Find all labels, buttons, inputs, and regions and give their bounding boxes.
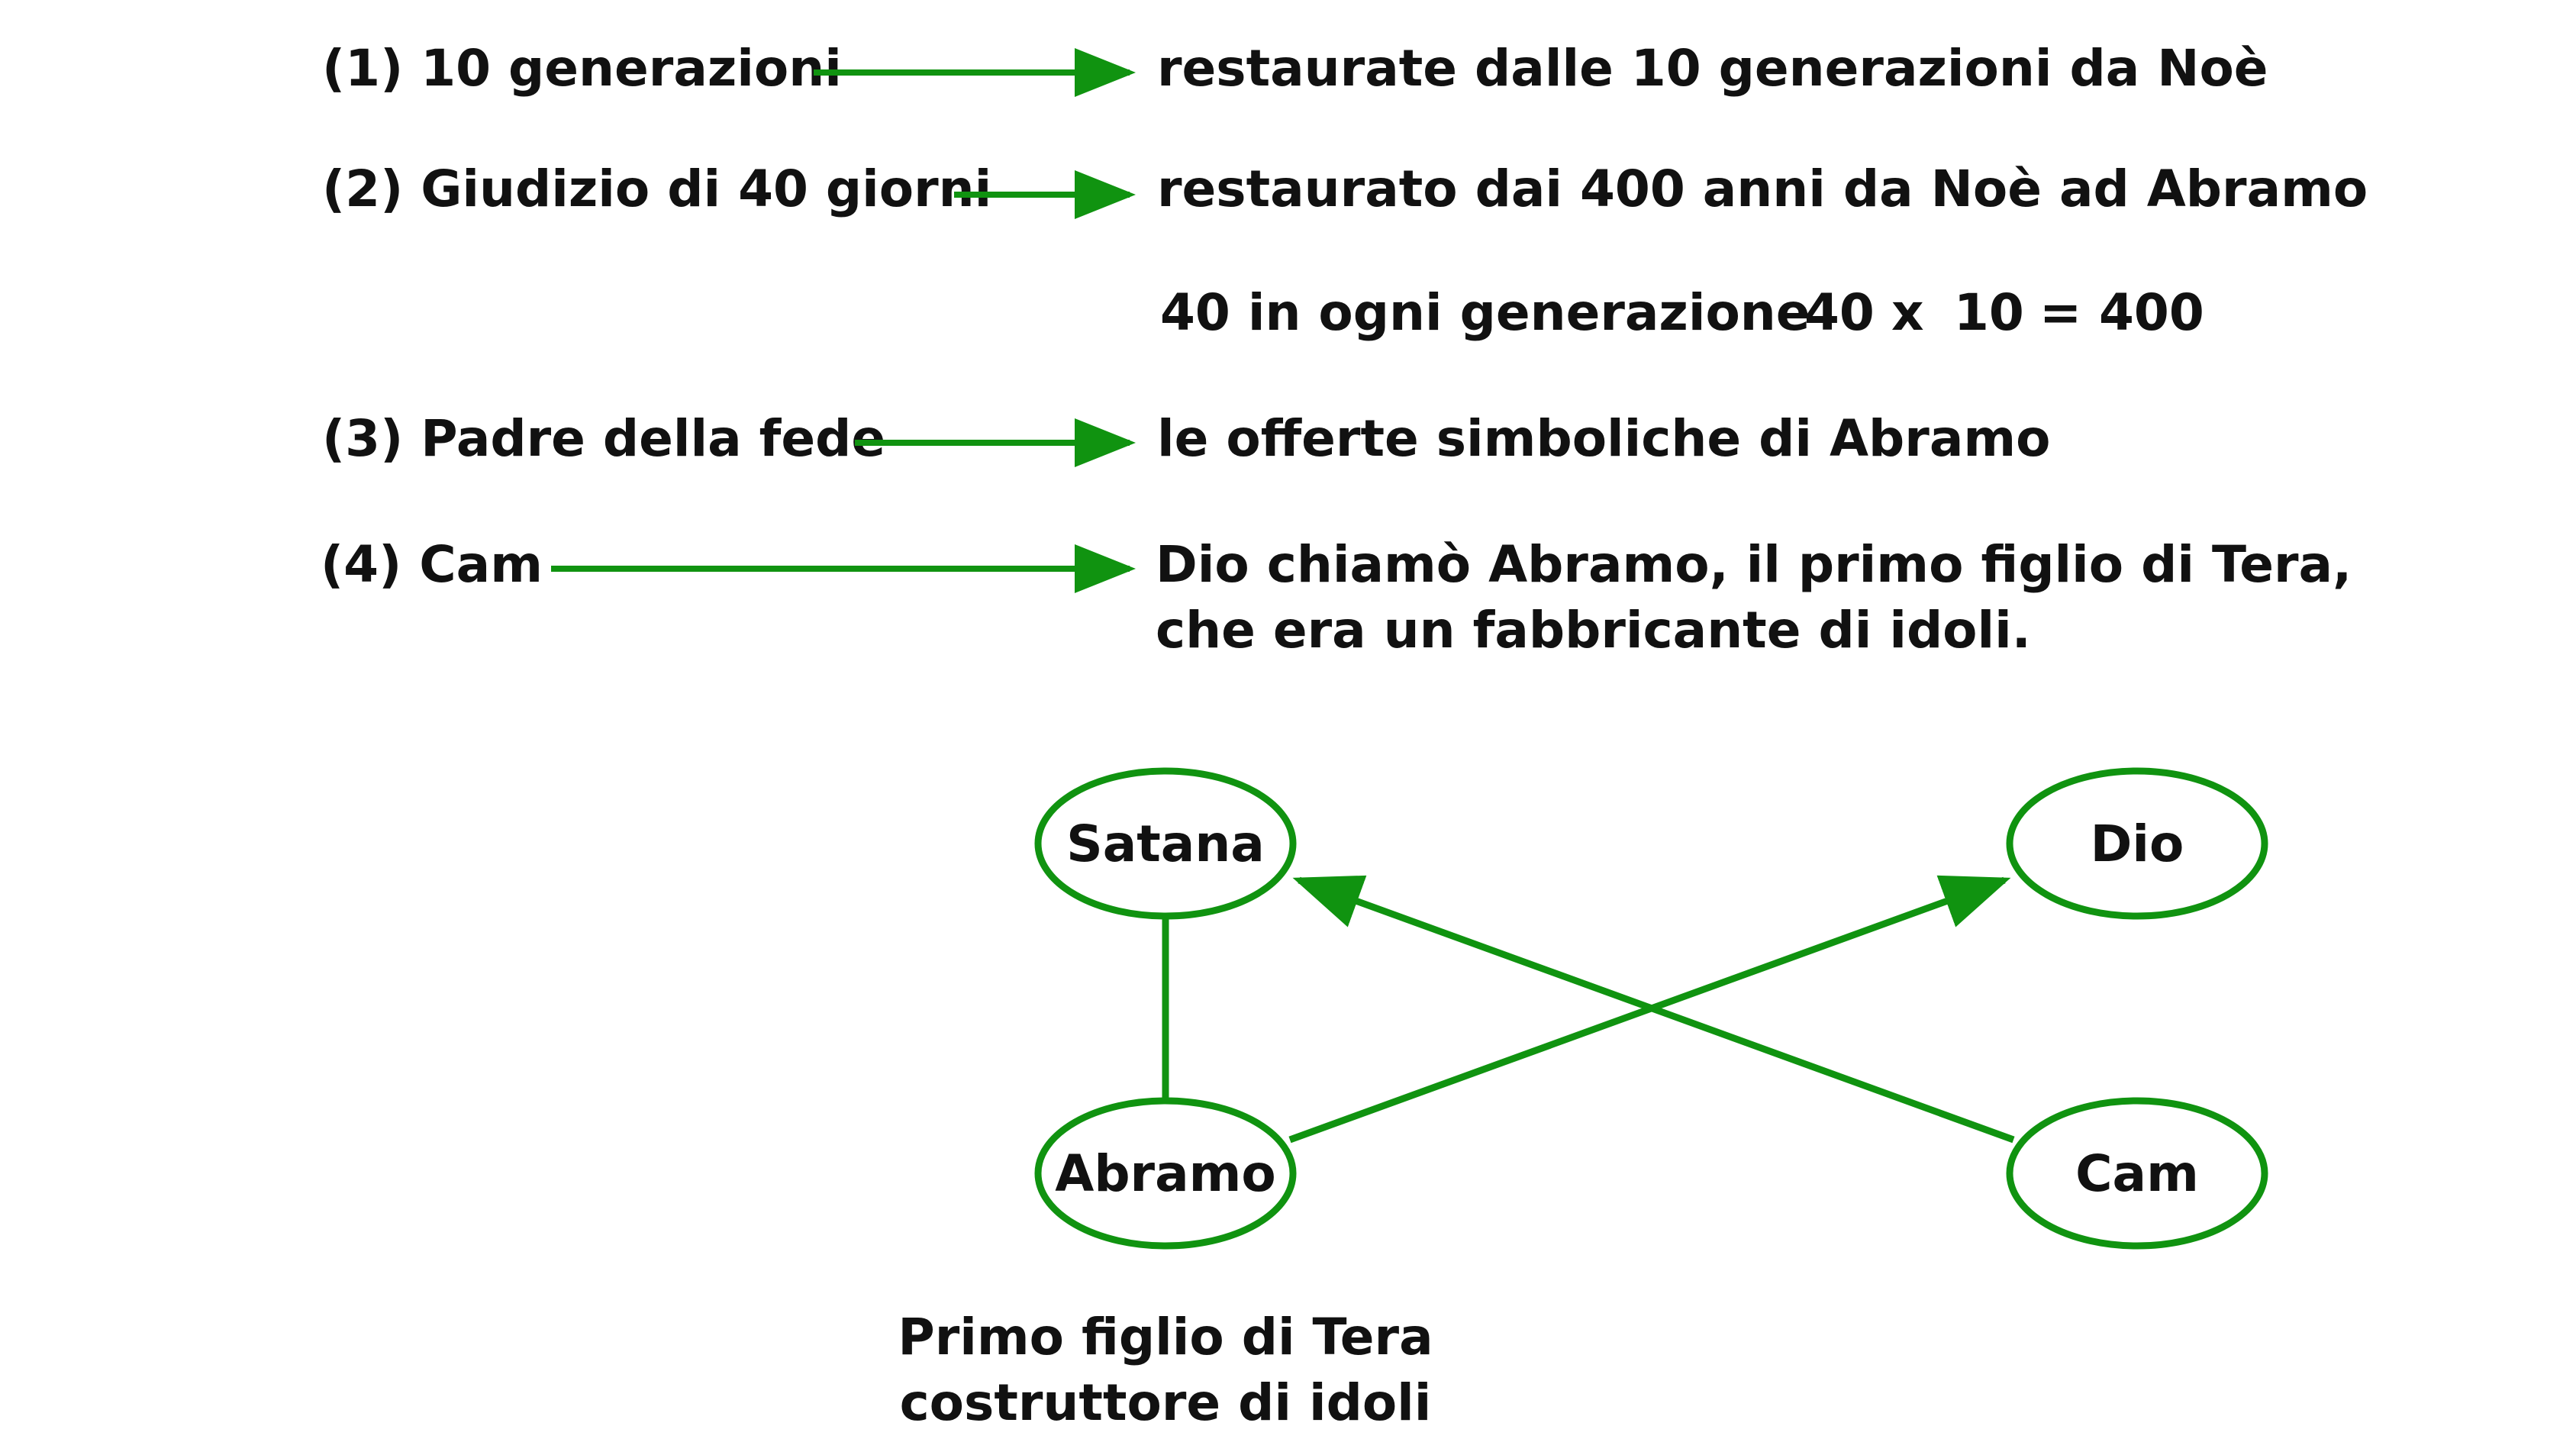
row-4-left-label: (4) Cam xyxy=(321,535,543,594)
row-2-left-label: (2) Giudizio di 40 giorni xyxy=(322,160,991,218)
row-3-left-label: (3) Padre della fede xyxy=(322,409,885,468)
node-cam-ellipse xyxy=(2006,1097,2268,1250)
node-abramo: Abramo xyxy=(1034,1097,1297,1250)
node-satana-ellipse xyxy=(1034,767,1297,920)
node-satana-label: Satana xyxy=(1066,815,1265,873)
formula-operand-a: 40 xyxy=(1804,283,1875,342)
row-4-right-label-line-1: Dio chiamò Abramo, il primo figlio di Te… xyxy=(1156,535,2352,594)
node-dio: Dio xyxy=(2006,767,2268,920)
row-4-right-label-line-2: che era un fabbricante di idoli. xyxy=(1156,601,2031,660)
formula-text: 40 in ogni generazione xyxy=(1160,283,1810,342)
node-cam: Cam xyxy=(2006,1097,2268,1250)
formula-result: 400 xyxy=(2099,283,2204,342)
cam-to-satana-arrow xyxy=(1292,875,2015,1144)
formula-operator: x xyxy=(1891,283,1924,342)
node-abramo-label: Abramo xyxy=(1055,1144,1276,1203)
node-dio-ellipse xyxy=(2006,767,2268,920)
row-3-right-label: le offerte simboliche di Abramo xyxy=(1157,409,2051,468)
row-1-left-label: (1) 10 generazioni xyxy=(322,39,842,98)
node-dio-label: Dio xyxy=(2091,815,2184,873)
row-2-right-label: restaurato dai 400 anni da Noè ad Abramo xyxy=(1157,160,2368,218)
row-1-right-label: restaurate dalle 10 generazioni da Noè xyxy=(1157,39,2268,98)
node-abramo-ellipse xyxy=(1034,1097,1297,1250)
formula-equals: = xyxy=(2039,283,2081,342)
abramo-caption-line-1: Primo figlio di Tera xyxy=(898,1308,1433,1366)
formula-operand-b: 10 xyxy=(1954,283,2024,342)
node-satana: Satana xyxy=(1034,767,1297,920)
node-cam-label: Cam xyxy=(2075,1144,2199,1203)
abramo-caption-line-2: costruttore di idoli xyxy=(900,1373,1432,1432)
